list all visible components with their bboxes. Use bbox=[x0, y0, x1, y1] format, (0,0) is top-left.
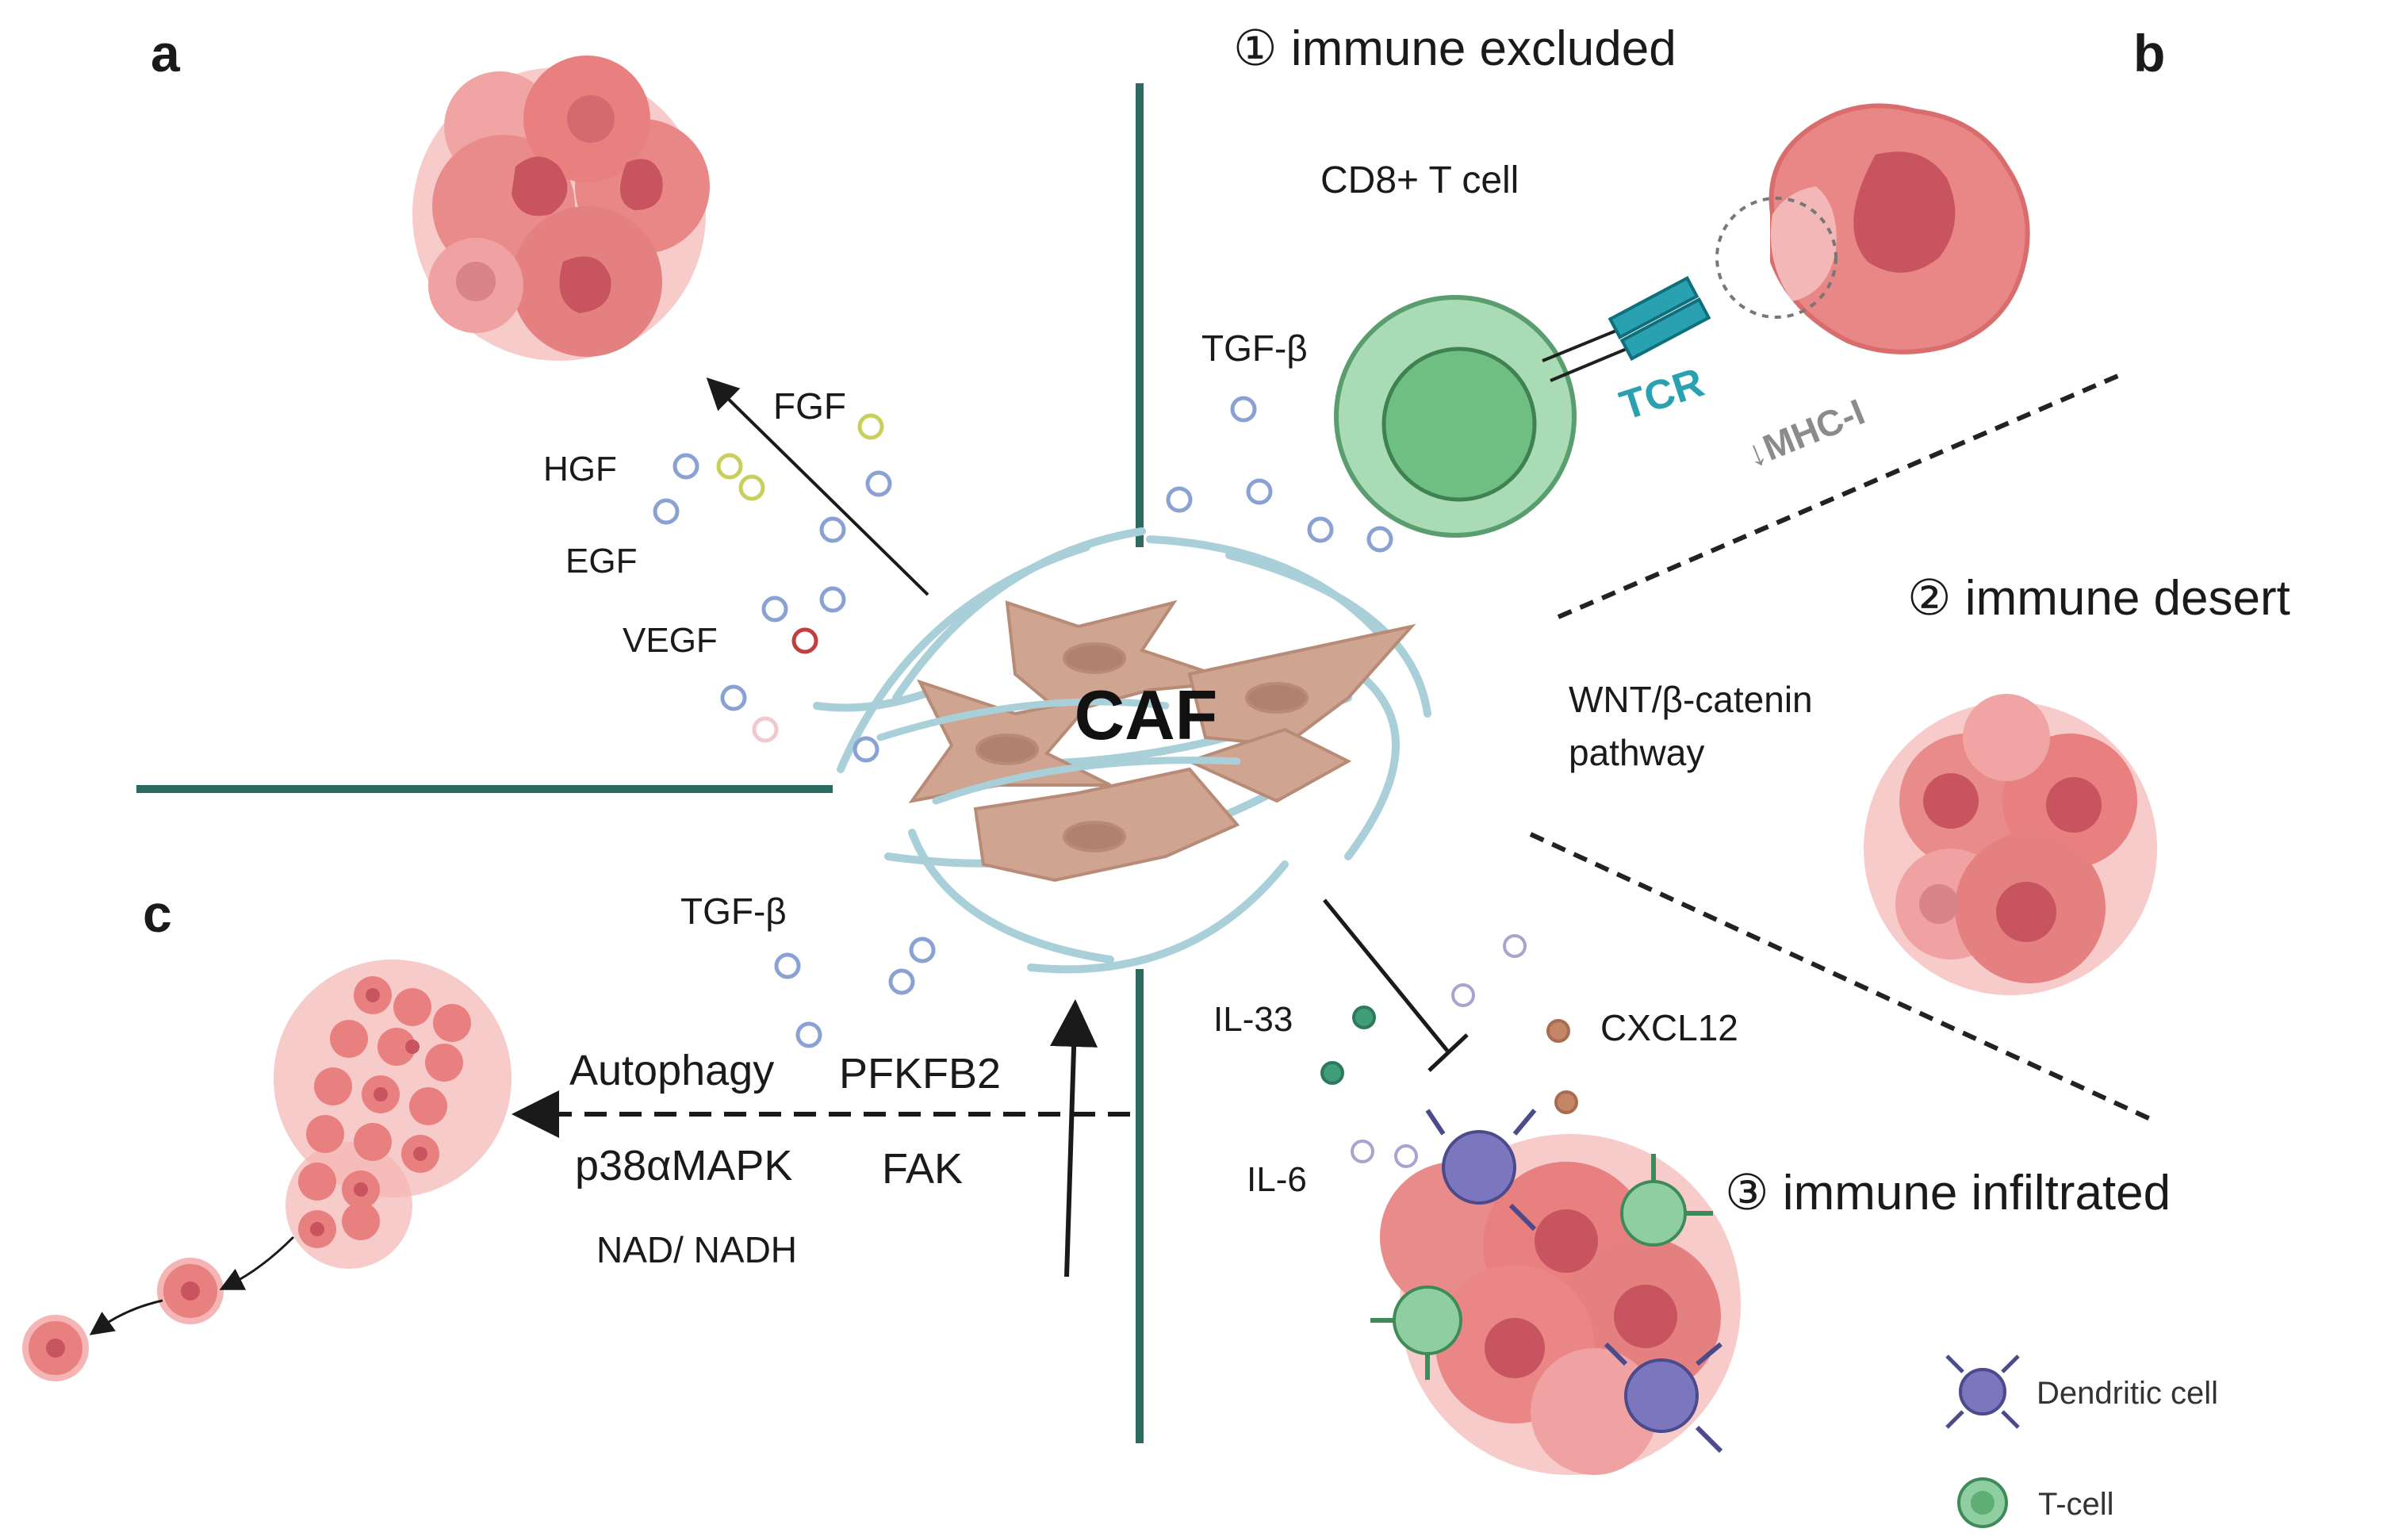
tgf-beta-label-b: TGF-β bbox=[1201, 328, 1308, 369]
tgf-beta-dots-c bbox=[774, 937, 936, 1048]
inhibition-arrow bbox=[1323, 898, 1469, 1072]
caf-label: CAF bbox=[1075, 676, 1218, 754]
legend-dendritic-icon bbox=[1945, 1354, 2020, 1429]
dendritic-cells bbox=[1425, 1109, 1723, 1454]
dashed-separators bbox=[1529, 370, 2159, 1124]
arrow-to-tumor-a bbox=[706, 377, 929, 596]
cytokine-cxcl12: CXCL12 bbox=[1600, 1007, 1738, 1048]
pfkfb2-label: PFKFB2 bbox=[839, 1050, 1001, 1098]
tgf-beta-label-c: TGF-β bbox=[680, 891, 787, 932]
wnt-label-line1: WNT/β-catenin bbox=[1569, 679, 1813, 720]
immune-desert-title: ② immune desert bbox=[1907, 571, 2290, 626]
dash-line-upper bbox=[1557, 370, 2127, 619]
growth-factor-dots bbox=[653, 413, 892, 763]
cd8-t-cell bbox=[1334, 295, 1577, 538]
cd8-t-cell-label: CD8+ T cell bbox=[1320, 159, 1519, 201]
tcr-label: TCR bbox=[1615, 359, 1710, 429]
autophagy-label: Autophagy bbox=[569, 1047, 774, 1094]
mhc-gap-circle bbox=[1715, 197, 1837, 319]
growth-factor-fgf: FGF bbox=[773, 385, 846, 427]
immune-excluded-title: ① immune excluded bbox=[1233, 21, 1676, 76]
cytokine-il6: IL-6 bbox=[1247, 1160, 1307, 1199]
p38-label: p38αMAPK bbox=[575, 1142, 792, 1189]
tcr-receptor bbox=[1542, 275, 1711, 382]
tgf-beta-dots-b bbox=[1166, 396, 1393, 553]
dash-line-lower bbox=[1529, 832, 2159, 1124]
nad-label: NAD/ NADH bbox=[596, 1229, 797, 1270]
panel-label-a: a bbox=[151, 24, 181, 82]
caf-cells bbox=[908, 600, 1416, 883]
metastasis-cluster bbox=[22, 960, 512, 1381]
cytokine-il33: IL-33 bbox=[1213, 1000, 1293, 1039]
panel-label-c: c bbox=[143, 884, 172, 943]
immune-infiltrated-title: ③ immune infiltrated bbox=[1725, 1166, 2171, 1220]
legend-t-cell-label: T-cell bbox=[2038, 1487, 2114, 1522]
growth-factor-hgf: HGF bbox=[543, 450, 617, 488]
growth-factor-vegf: VEGF bbox=[623, 621, 718, 660]
upward-arrow-caf bbox=[1050, 999, 1098, 1278]
panel-label-b: b bbox=[2133, 24, 2165, 82]
legend-t-cell-icon bbox=[1957, 1477, 2008, 1528]
legend-dendritic-label: Dendritic cell bbox=[2037, 1376, 2218, 1411]
wnt-label-line2: pathway bbox=[1569, 732, 1704, 773]
cytokine-dots bbox=[1320, 934, 1578, 1168]
tumor-cell-excluded bbox=[1768, 103, 2030, 354]
divider-lines bbox=[136, 83, 1144, 1443]
mhc-i-label: ↓MHC-I bbox=[1740, 391, 1870, 476]
ecm-fibers-front bbox=[876, 698, 1241, 805]
tumor-cluster-a bbox=[412, 56, 710, 361]
tumor-cluster-desert bbox=[1864, 694, 2157, 995]
t-cells-infiltrated bbox=[1370, 1154, 1713, 1380]
fak-label: FAK bbox=[882, 1145, 963, 1193]
growth-factor-egf: EGF bbox=[565, 542, 637, 580]
